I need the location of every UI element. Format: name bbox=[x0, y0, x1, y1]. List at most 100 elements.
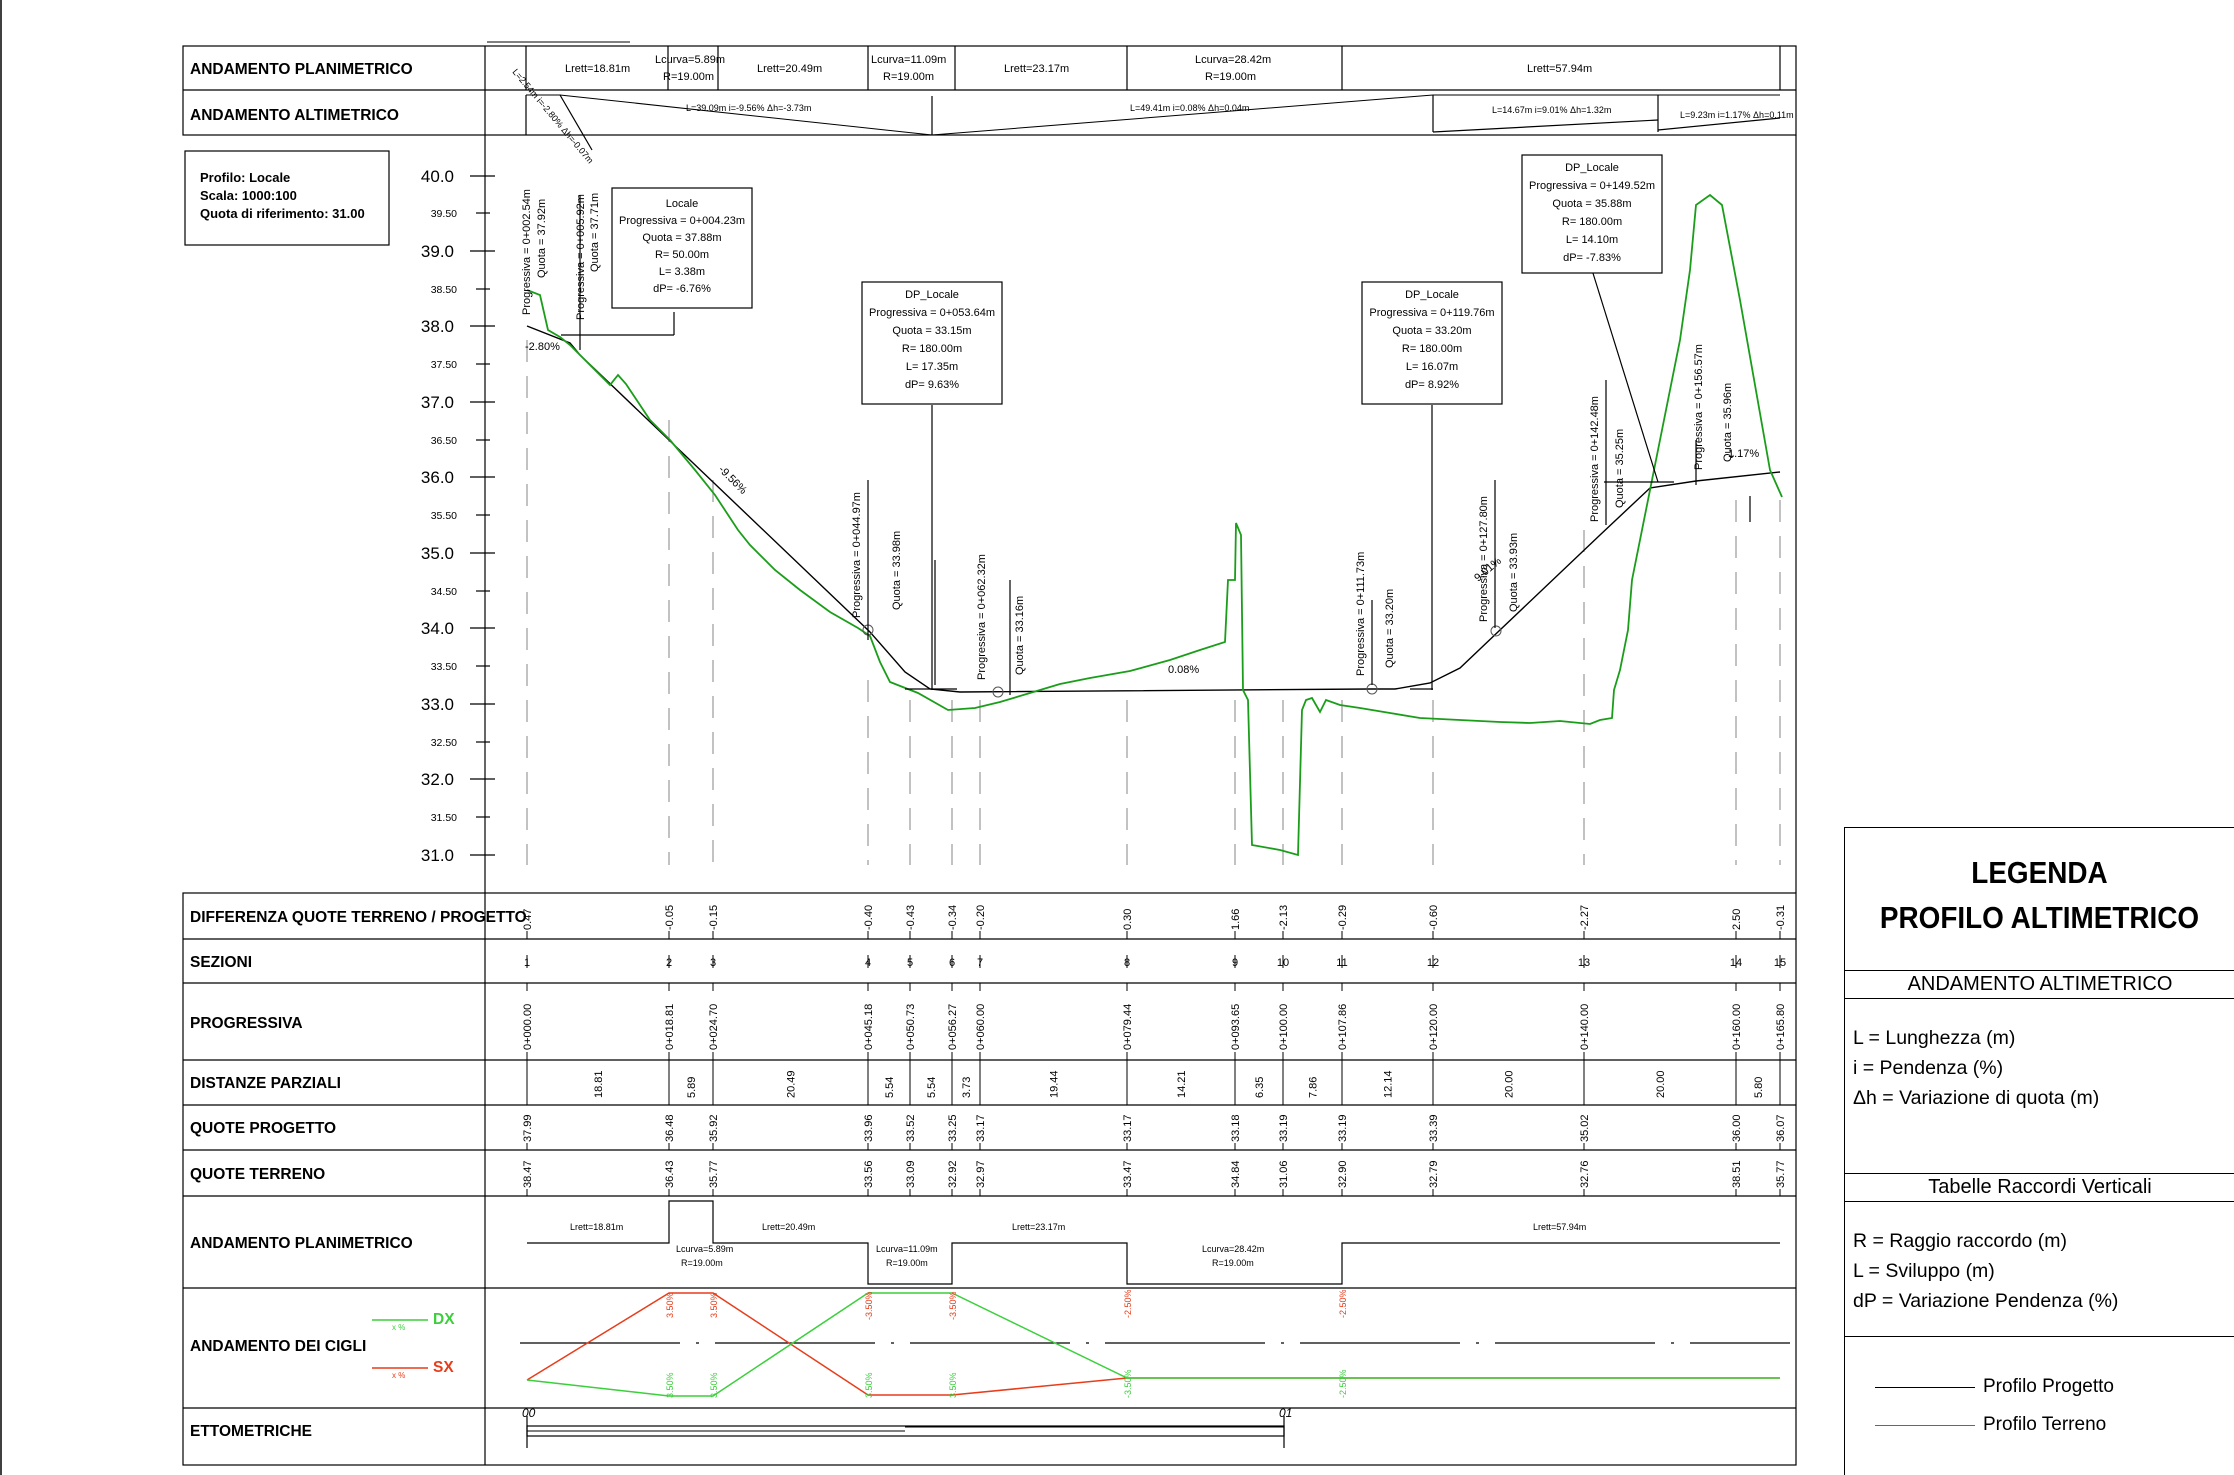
diff-value: -0.29 bbox=[1337, 905, 1349, 930]
quota-progetto-value: 33.17 bbox=[1122, 1114, 1134, 1142]
quota-progetto-value: 36.07 bbox=[1775, 1114, 1787, 1142]
slope-5: 1.17% bbox=[1728, 448, 1759, 460]
sezione-number: 9 bbox=[1232, 957, 1238, 969]
progressiva-value: 0+165.80 bbox=[1775, 1004, 1787, 1050]
diff-value: 0.47 bbox=[522, 909, 534, 930]
quota-terreno-value: 31.06 bbox=[1278, 1160, 1290, 1188]
svg-text:Progressiva = 0+119.76m: Progressiva = 0+119.76m bbox=[1369, 307, 1494, 319]
sezione-number: 1 bbox=[524, 957, 530, 969]
diff-value: -0.05 bbox=[664, 905, 676, 930]
vp-7-quota: Quota = 35.25m bbox=[1614, 429, 1626, 508]
svg-text:dP= 8.92%: dP= 8.92% bbox=[1405, 379, 1459, 391]
row-label-planimetrico: ANDAMENTO PLANIMETRICO bbox=[190, 1235, 413, 1252]
top-plan-rett-2: Lrett=20.49m bbox=[757, 63, 822, 75]
svg-text:Quota = 33.20m: Quota = 33.20m bbox=[1392, 325, 1471, 337]
y-tick-35-50: 35.50 bbox=[431, 510, 457, 522]
quota-terreno-value: 35.77 bbox=[1775, 1160, 1787, 1188]
cigli-dx-4: 3.50% bbox=[948, 1372, 958, 1398]
cigli-sx-5: -2.50% bbox=[1123, 1289, 1133, 1318]
progressiva-value: 0+120.00 bbox=[1428, 1004, 1440, 1050]
vp-6-prog: Progressiva = 0+127.80m bbox=[1478, 496, 1490, 622]
y-tick-38-50: 38.50 bbox=[431, 284, 457, 296]
distanza-value: 5.80 bbox=[1753, 1077, 1765, 1098]
y-tick-39-50: 39.50 bbox=[431, 208, 457, 220]
diff-value: -0.43 bbox=[905, 905, 917, 930]
svg-text:DP_Locale: DP_Locale bbox=[905, 289, 959, 301]
vp-8-prog: Progressiva = 0+156.57m bbox=[1693, 344, 1705, 470]
vp-5-quota: Quota = 33.20m bbox=[1384, 589, 1396, 668]
diff-value: -0.40 bbox=[863, 905, 875, 930]
info-box: Profilo: Locale Scala: 1000:100 Quota di… bbox=[184, 150, 390, 246]
tangent-points bbox=[862, 624, 1502, 698]
quota-terreno-value: 33.47 bbox=[1122, 1160, 1134, 1188]
svg-text:Progressiva = 0+149.52m: Progressiva = 0+149.52m bbox=[1529, 180, 1655, 192]
quota-terreno-value: 38.51 bbox=[1731, 1160, 1743, 1188]
slope-3: 0.08% bbox=[1168, 664, 1199, 676]
svg-text:dP= -6.76%: dP= -6.76% bbox=[653, 283, 711, 295]
legend-section-raccordi: Tabelle Raccordi Verticali bbox=[1845, 1173, 2234, 1200]
y-tick-36-50: 36.50 bbox=[431, 435, 457, 447]
sezione-number: 13 bbox=[1578, 957, 1590, 969]
y-tick-35: 35.0 bbox=[421, 544, 454, 563]
quota-terreno-value: 34.84 bbox=[1230, 1160, 1242, 1188]
etto-00: 00 bbox=[522, 1406, 536, 1420]
cigli-sx-6: -2.50% bbox=[1338, 1289, 1348, 1318]
vp-1-prog: Progressiva = 0+002.54m bbox=[521, 189, 533, 315]
quota-terreno-value: 32.79 bbox=[1428, 1160, 1440, 1188]
cigli-dx-line bbox=[526, 1292, 1780, 1397]
y-tick-33: 33.0 bbox=[421, 695, 454, 714]
cigli-sx-2: 3.50% bbox=[709, 1292, 719, 1318]
cigli-chart: 3.50% 3.50% -3.50% -3.50% -2.50% -2.50% … bbox=[520, 1289, 1790, 1398]
svg-text:dP= -7.83%: dP= -7.83% bbox=[1563, 252, 1621, 264]
quota-terreno-value: 35.77 bbox=[708, 1160, 720, 1188]
svg-text:Quota = 33.15m: Quota = 33.15m bbox=[892, 325, 971, 337]
svg-text:L= 14.10m: L= 14.10m bbox=[1566, 234, 1618, 246]
top-alt-seg-4: L=14.67m i=9.01% Δh=1.32m bbox=[1492, 105, 1611, 115]
section-columns: 0.4710+000.0037.9938.47-0.0520+018.8136.… bbox=[522, 905, 1787, 1196]
y-tick-37-50: 37.50 bbox=[431, 359, 457, 371]
vertical-point-labels: Progressiva = 0+002.54m Quota = 37.92m P… bbox=[521, 189, 1734, 680]
row-label-sezioni: SEZIONI bbox=[190, 954, 252, 971]
y-tick-31-50: 31.50 bbox=[431, 812, 457, 824]
bot-plan-curva-2-l: Lcurva=11.09m bbox=[876, 1244, 938, 1254]
y-tick-34: 34.0 bbox=[421, 619, 454, 638]
distanza-value: 18.81 bbox=[593, 1070, 605, 1098]
quota-progetto-value: 35.92 bbox=[708, 1114, 720, 1142]
vp-8-quota: Quota = 35.96m bbox=[1722, 383, 1734, 462]
y-axis-labels: 40.0 39.0 38.0 37.0 36.0 35.0 34.0 33.0 … bbox=[421, 167, 457, 865]
vp-2-quota: Quota = 37.71m bbox=[589, 193, 601, 272]
y-tick-33-50: 33.50 bbox=[431, 661, 457, 673]
svg-text:R= 50.00m: R= 50.00m bbox=[655, 249, 709, 261]
vp-5-prog: Progressiva = 0+111.73m bbox=[1355, 552, 1367, 676]
diff-value: -2.27 bbox=[1579, 905, 1591, 930]
data-table-labels: DIFFERENZA QUOTE TERRENO / PROGETTO SEZI… bbox=[190, 909, 527, 1440]
diff-value: -0.15 bbox=[708, 905, 720, 930]
diff-value: -0.60 bbox=[1428, 905, 1440, 930]
bot-plan-curva-1-r: R=19.00m bbox=[681, 1258, 723, 1268]
top-plan-rett-3: Lrett=23.17m bbox=[1004, 63, 1069, 75]
distanza-value: 5.54 bbox=[926, 1077, 938, 1098]
row-label-differenza: DIFFERENZA QUOTE TERRENO / PROGETTO bbox=[190, 909, 527, 926]
profilo-terreno-line bbox=[526, 193, 1783, 857]
sezione-number: 10 bbox=[1277, 957, 1289, 969]
quota-progetto-value: 33.52 bbox=[905, 1114, 917, 1142]
top-band-labels: ANDAMENTO PLANIMETRICO ANDAMENTO ALTIMET… bbox=[190, 54, 1794, 165]
sezione-number: 7 bbox=[977, 957, 983, 969]
y-tick-36: 36.0 bbox=[421, 468, 454, 487]
raccordo-box-3: DP_Locale Progressiva = 0+119.76m Quota … bbox=[1361, 281, 1503, 405]
cigli-legend: x % DX x % SX bbox=[372, 1311, 455, 1380]
y-axis bbox=[470, 175, 495, 856]
top-alt-seg-2: L=39.09m i=-9.56% Δh=-3.73m bbox=[686, 103, 811, 113]
slope-2: -9.56% bbox=[716, 464, 749, 497]
progressiva-value: 0+018.81 bbox=[664, 1004, 676, 1050]
top-plan-curva-2-r: R=19.00m bbox=[883, 71, 934, 83]
band-label-top-planimetrico: ANDAMENTO PLANIMETRICO bbox=[190, 61, 413, 78]
distanza-value: 12.14 bbox=[1383, 1070, 1395, 1098]
quota-progetto-value: 36.00 bbox=[1731, 1114, 1743, 1142]
svg-text:L= 17.35m: L= 17.35m bbox=[906, 361, 958, 373]
bot-plan-rett-4: Lrett=57.94m bbox=[1533, 1222, 1586, 1232]
vp-2-prog: Progressiva = 0+005.92m bbox=[575, 194, 587, 320]
diff-value: -0.20 bbox=[975, 905, 987, 930]
y-tick-37: 37.0 bbox=[421, 393, 454, 412]
